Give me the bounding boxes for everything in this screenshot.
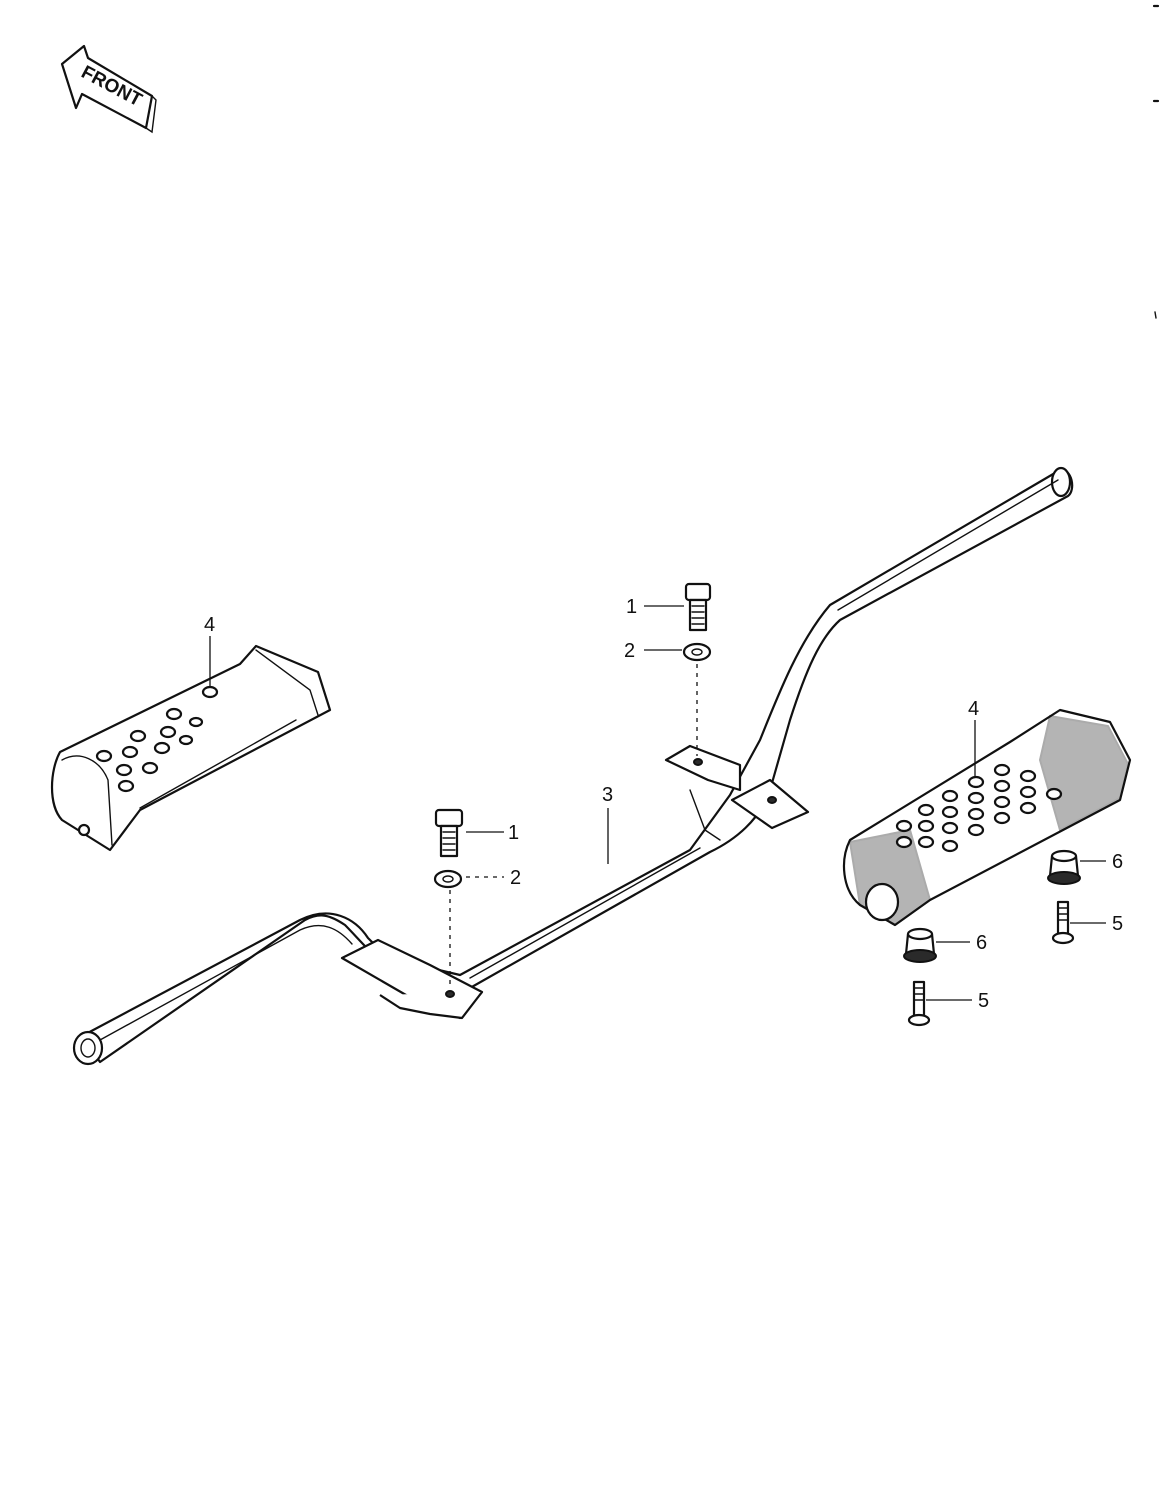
footpeg-left: [51, 644, 332, 852]
leader-lines: [209, 605, 1106, 1001]
collar-upper: [1047, 849, 1081, 885]
left-peg-studs: [95, 685, 219, 793]
footpeg-right: [843, 708, 1132, 927]
callout-screw-upper: 5: [1112, 913, 1123, 935]
callout-footpeg-right: 4: [968, 698, 979, 720]
screw-upper: [1051, 900, 1075, 945]
callouts: 1 2 1 2 3 4 4 6 5 6 5: [204, 596, 1123, 1012]
callout-screw-lower: 5: [978, 990, 989, 1012]
callout-bolt-lower: 1: [508, 822, 519, 844]
bolt-upper: [684, 582, 712, 632]
bolt-lower: [434, 808, 464, 858]
callout-footpeg-left: 4: [204, 614, 215, 636]
right-peg-studs: [895, 763, 1063, 853]
callout-collar-lower: 6: [976, 932, 987, 954]
callout-bolt-upper: 1: [626, 596, 637, 618]
screw-lower: [907, 980, 931, 1027]
collar-lower: [903, 927, 937, 963]
footpeg-bar: [72, 466, 1074, 1066]
front-arrow-icon: FRONT: [60, 44, 157, 134]
callout-washer-upper: 2: [624, 640, 635, 662]
washer-upper: [682, 642, 712, 662]
callout-collar-upper: 6: [1112, 851, 1123, 873]
margin-marks: [1152, 4, 1160, 319]
callout-bar: 3: [602, 784, 613, 806]
washer-lower: [433, 869, 463, 889]
callout-washer-lower: 2: [510, 867, 521, 889]
